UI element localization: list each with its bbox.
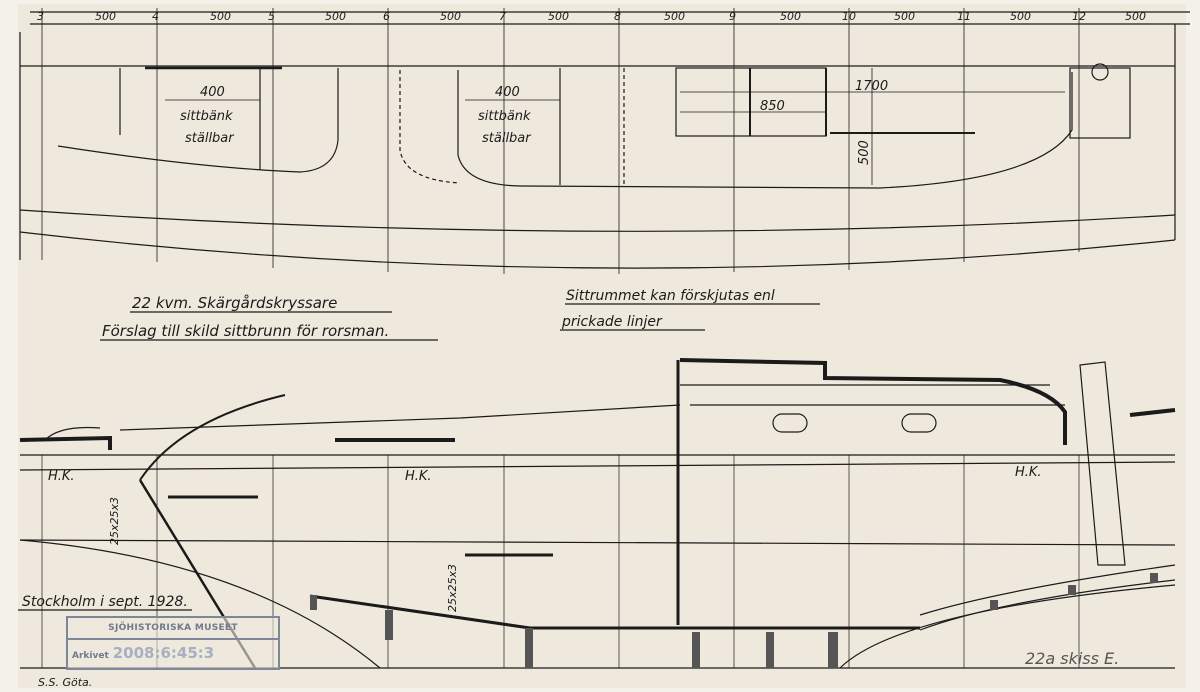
bench-width-1: 400 [200, 85, 225, 100]
station-label: 4 [152, 10, 159, 23]
title-line-1: 22 kvm. Skärgårdskryssare [132, 294, 337, 312]
spacing-label: 500 [664, 10, 685, 23]
bench-2-sub: ställbar [482, 131, 532, 146]
spacing-label: 500 [894, 10, 915, 23]
station-label: 10 [842, 10, 856, 23]
beam-label: 25x25x3 [108, 497, 121, 545]
hk-label: H.K. [1015, 465, 1042, 480]
dimension-1700: 1700 [855, 79, 888, 94]
title-line-2: Förslag till skild sittbrunn för rorsman… [102, 322, 389, 340]
bench-width-2: 400 [495, 85, 520, 100]
stamp-archive-label: Arkivet [72, 651, 109, 661]
station-label: 7 [499, 10, 506, 23]
note-line-1: Sittrummet kan förskjutas enl [566, 288, 775, 304]
dimension-850: 850 [760, 99, 785, 114]
yard-label: S.S. Göta. [38, 676, 92, 689]
stamp-museum: SJÖHISTORISKA MUSEET [68, 618, 278, 640]
spacing-label: 500 [780, 10, 801, 23]
station-label: 12 [1072, 10, 1086, 23]
signature: Stockholm i sept. 1928. [22, 594, 188, 610]
spacing-label: 500 [1010, 10, 1031, 23]
stamp-archive-number: 2008:6:45:3 [112, 644, 215, 662]
station-label: 6 [383, 10, 390, 23]
spacing-label: 500 [325, 10, 346, 23]
spacing-label: 500 [210, 10, 231, 23]
station-label: 9 [729, 10, 736, 23]
dimension-500: 500 [857, 140, 872, 165]
spacing-label: 500 [440, 10, 461, 23]
station-label: 11 [957, 10, 971, 23]
station-label: 3 [37, 10, 44, 23]
spacing-label: 500 [95, 10, 116, 23]
bench-1-sub: ställbar [185, 131, 235, 146]
spacing-label: 500 [1125, 10, 1146, 23]
spacing-label: 500 [548, 10, 569, 23]
bench-2-label: sittbänk [478, 109, 531, 124]
note-line-2: prickade linjer [561, 314, 663, 330]
station-label: 8 [614, 10, 621, 23]
beam-label: 25x25x3 [446, 564, 459, 612]
hk-label: H.K. [405, 469, 432, 484]
bench-1-label: sittbänk [180, 109, 233, 124]
hk-label: H.K. [48, 469, 75, 484]
station-label: 5 [268, 10, 275, 23]
sheet-id: 22a skiss E. [1025, 649, 1119, 668]
